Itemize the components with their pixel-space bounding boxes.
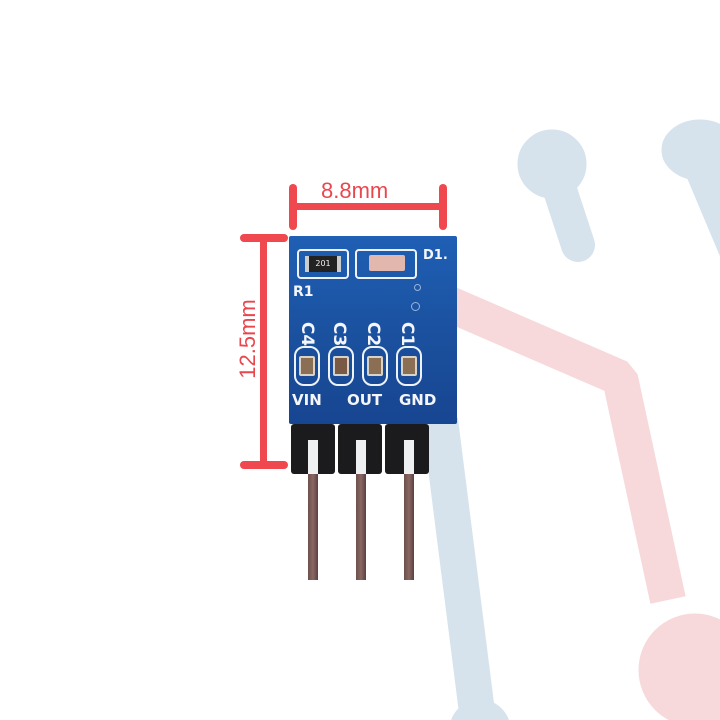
cap-c4-outline	[294, 346, 320, 386]
diode-d1	[369, 255, 405, 271]
cap-c4-label: C4	[297, 321, 318, 347]
cap-c3-outline	[328, 346, 354, 386]
cap-c3	[333, 356, 349, 376]
pin-label-out: OUT	[347, 391, 383, 409]
width-label: 8.8mm	[321, 178, 389, 203]
resistor-r1: 201	[305, 256, 341, 272]
cap-c4	[299, 356, 315, 376]
pin-out-leg	[356, 470, 366, 580]
resistor-outline	[297, 249, 349, 279]
cap-c2	[367, 356, 383, 376]
cap-c1-label: C1	[397, 321, 418, 347]
via	[411, 302, 420, 311]
height-label: 12.5mm	[235, 299, 260, 379]
pin-label-gnd: GND	[399, 391, 437, 409]
pin-gnd-top	[404, 440, 414, 474]
cap-c2-outline	[362, 346, 388, 386]
cap-c1	[401, 356, 417, 376]
pcb-board: 201 D1. R1 C4 C3 C2 C1 VIN OUT GND	[289, 236, 457, 424]
diode-outline	[355, 249, 417, 279]
pin-vin-top	[308, 440, 318, 474]
resistor-label: R1	[293, 284, 314, 300]
cap-c2-label: C2	[363, 321, 384, 347]
diode-label: D1.	[423, 248, 448, 263]
via	[414, 284, 421, 291]
pin-label-vin: VIN	[292, 391, 322, 409]
width-dimension-line	[292, 203, 444, 210]
height-dimension-line	[260, 238, 267, 466]
pin-out-top	[356, 440, 366, 474]
cap-c1-outline	[396, 346, 422, 386]
pin-gnd-leg	[404, 470, 414, 580]
pin-vin-leg	[308, 470, 318, 580]
cap-c3-label: C3	[329, 321, 350, 347]
